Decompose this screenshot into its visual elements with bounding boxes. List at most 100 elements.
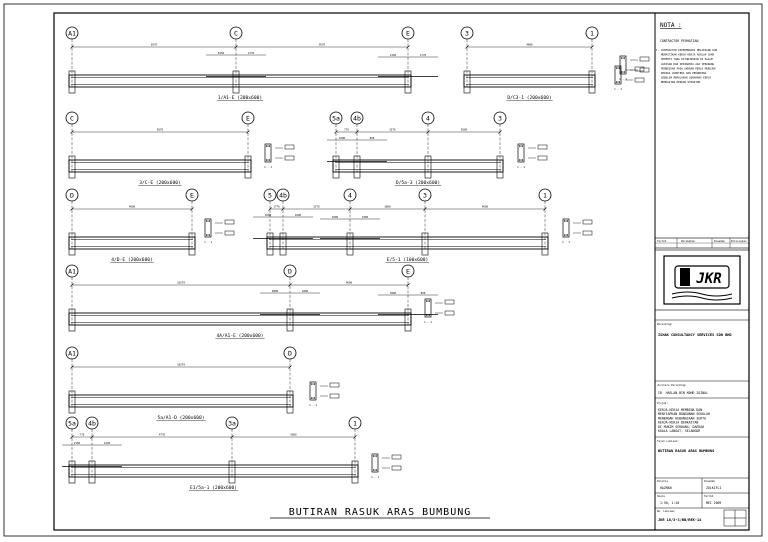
grid-label: 4b (279, 191, 287, 199)
grid-label: E (406, 267, 410, 275)
beam-outline (68, 159, 252, 173)
client-line: DI MUKIM SERDANG, DAERAH (658, 425, 704, 429)
dimension-value: 4600 (129, 205, 136, 209)
checked-caption: Disemak (704, 479, 715, 483)
span-value: 6150 (218, 51, 225, 55)
section-note-box (444, 299, 455, 305)
grid-bubble (185, 188, 199, 202)
grid-label: 3 (423, 191, 427, 199)
notes-item-line: SEBELUM MEMULAKAN SEBARANG KERJA (661, 76, 711, 80)
grid-bubble (348, 416, 362, 430)
jkr-logo: JKR (671, 265, 733, 301)
section-note-box (284, 144, 295, 150)
span-value: 1450 (104, 441, 111, 445)
rebar-dot (313, 383, 316, 385)
dimension-tick (190, 207, 194, 211)
sheet-number-grid (723, 509, 747, 527)
grid-label: D (70, 191, 74, 199)
dimension-value: 2270 (313, 205, 320, 209)
grid-bubble (65, 26, 79, 40)
section-note-box (634, 66, 645, 72)
dimension-tick (281, 207, 285, 211)
rebar-dot (313, 397, 316, 399)
column-stub (332, 155, 340, 179)
notes-item-line: LUKISAN DAN SEKIRANYA ADA SEBARANG (661, 62, 715, 66)
drawing-title-line: BUTIRAN RASUK ARAS BUMBUNG (658, 449, 714, 453)
scale-value: 1:50, 1:20 (660, 501, 679, 505)
grid-bubble (65, 111, 79, 125)
section-note-box (639, 56, 650, 62)
dimension-value: 4600 (346, 281, 353, 285)
cross-section (204, 218, 212, 238)
logo-inner-frame (663, 255, 741, 305)
column-stub (266, 232, 274, 256)
column-stub (286, 390, 294, 414)
logo-frame (654, 249, 750, 311)
dimension-tick (246, 130, 250, 134)
grid-bubble (241, 111, 255, 125)
grid-bubble (225, 416, 239, 430)
notes-item-line: BERKAITAN DENGAN STRUKTUR (661, 80, 700, 84)
grid-label: 4b (88, 419, 96, 427)
logo-text: JKR (695, 271, 721, 287)
rebar-dot (521, 159, 523, 161)
grid-label: 1 (353, 419, 357, 427)
dimension-tick (70, 435, 74, 439)
notes-subheading: CONTRACTOR PERHATIAN (660, 39, 698, 43)
sheet-outer-border (3, 3, 763, 537)
span-value: 1000 (362, 215, 369, 219)
grid-bubble (65, 188, 79, 202)
column-stub (88, 460, 96, 484)
grid-label: E (406, 29, 410, 37)
grid-bubble (538, 188, 552, 202)
grid-bubble (493, 111, 507, 125)
column-stub (404, 70, 412, 94)
grid-label: 4 (348, 191, 352, 199)
rebar-dot (428, 314, 431, 316)
dimension-value: 10570 (177, 281, 185, 285)
section-note-box (537, 144, 548, 150)
dimension-tick (268, 207, 272, 211)
dimension-tick (230, 435, 234, 439)
client-line: MENYIAPKAN BANGUNAN SEKOLAH (658, 412, 710, 416)
rebar-dot (623, 57, 625, 59)
section-note-box (329, 393, 340, 399)
beam-label: E1/5a-1 (200x600) (190, 485, 237, 491)
rebar-dot (373, 455, 375, 457)
column-stub (68, 308, 76, 332)
drawing-number-caption: No. Lukisan: (657, 509, 676, 513)
cross-section (614, 65, 622, 85)
dimension-tick (353, 435, 357, 439)
drawing-number: JKR 18/3-S/BB/REK-14 (658, 518, 701, 522)
column-stub (228, 460, 236, 484)
drawn-value: HAZMAN (660, 486, 672, 490)
dimension-value: 1770 (273, 205, 280, 209)
notes-item-line: CONTRACTOR DIKEHENDAKI MELAKSANA DAN (661, 48, 718, 52)
grid-label: D (288, 267, 292, 275)
rebar-dot (268, 159, 271, 161)
column-stub (404, 308, 412, 332)
rebar-dot (375, 455, 378, 457)
title-block: Tarikh Perubahan Disemak Diluluskan JKR … (654, 237, 750, 527)
grid-label: 5 (268, 191, 272, 199)
dimension-tick (70, 283, 74, 287)
grid-bubble (401, 264, 415, 278)
section-label: 1 - 1 (562, 240, 570, 244)
column-stub (424, 155, 432, 179)
dimension-tick (426, 130, 430, 134)
dimension-value: 10570 (177, 363, 185, 367)
notes-item-lines: CONTRACTOR DIKEHENDAKI MELAKSANA DANMEMA… (661, 48, 718, 84)
revision-header-change: Perubahan (681, 239, 695, 243)
dimension-tick (70, 365, 74, 369)
rebar-dot (521, 145, 523, 147)
grid-label: E (246, 114, 250, 122)
beam-outline (68, 236, 196, 250)
rebar-dot (311, 397, 313, 399)
cross-section (371, 453, 379, 473)
